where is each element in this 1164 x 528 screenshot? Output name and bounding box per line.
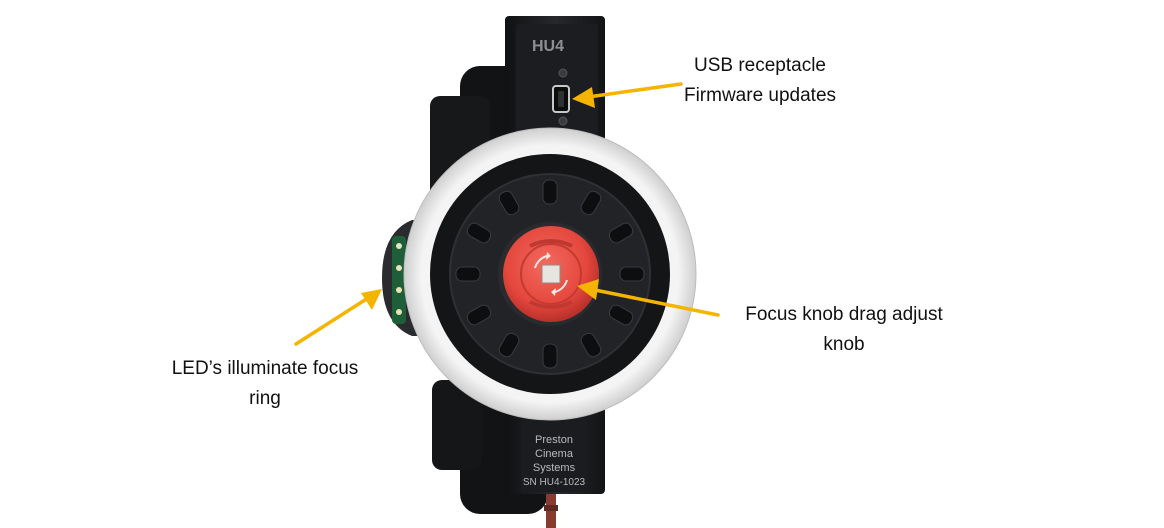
rotate-arrows-icon xyxy=(534,252,568,296)
usb-callout-arrow xyxy=(572,82,683,108)
wheel-notch xyxy=(608,222,634,244)
led-icon xyxy=(396,309,402,315)
knob-callout-line-1: Focus knob drag adjust xyxy=(745,304,943,325)
led-callout-arrow xyxy=(294,289,382,346)
maker-line-3: Systems xyxy=(533,462,576,474)
wheel-notch xyxy=(466,304,492,326)
usb-callout-line-2: Firmware updates xyxy=(683,85,837,106)
wheel-notch xyxy=(498,332,520,358)
model-label: HU4 xyxy=(532,38,564,55)
wheel-notch xyxy=(466,222,492,244)
screw-icon xyxy=(558,116,568,126)
wheel-notch xyxy=(542,179,558,205)
knob-callout-arrow xyxy=(577,279,720,317)
maker-line-2: Cinema xyxy=(535,448,574,460)
knob-callout-line-2: knob xyxy=(823,334,865,355)
led-icon xyxy=(396,265,402,271)
led-icon xyxy=(396,243,402,249)
led-icon xyxy=(396,287,402,293)
knob-center-square xyxy=(541,264,561,284)
usb-callout-line-1: USB receptacle xyxy=(693,55,826,76)
wheel-notch xyxy=(455,266,481,282)
usb-callout-label: USB receptacle Firmware updates xyxy=(650,51,870,111)
led-callout-line-2: ring xyxy=(249,388,281,409)
serial-label: SN HU4-1023 xyxy=(523,477,586,488)
wheel-notch xyxy=(580,332,602,358)
screw-icon xyxy=(558,68,568,78)
focus-drag-knob xyxy=(503,226,599,322)
wheel-notch xyxy=(542,343,558,369)
wheel-notches xyxy=(455,179,645,369)
knob-callout-label: Focus knob drag adjust knob xyxy=(724,300,964,360)
maker-line-1: Preston xyxy=(535,434,573,446)
led-callout-label: LED’s illuminate focus ring xyxy=(150,354,380,414)
wheel-notch xyxy=(619,266,645,282)
usb-receptacle xyxy=(552,85,570,113)
led-callout-line-1: LED’s illuminate focus xyxy=(171,358,359,379)
wheel-notch xyxy=(580,190,602,216)
wheel-notch xyxy=(608,304,634,326)
wheel-notch xyxy=(498,190,520,216)
